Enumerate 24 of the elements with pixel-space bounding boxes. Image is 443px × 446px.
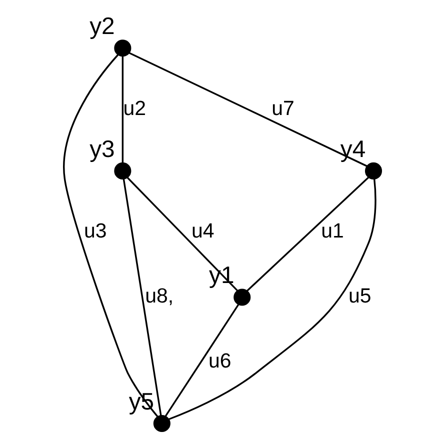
node-circle [114,40,131,57]
connector [122,178,162,416]
connector [164,304,239,417]
connector [121,56,124,163]
edge-label: u3 [83,220,106,243]
node-circle [114,162,131,180]
connector [126,176,238,292]
node-circle [152,414,170,432]
connector [168,178,376,420]
edge-label: u8, [144,284,174,308]
node-label: y2 [89,12,114,40]
edge-label: u4 [190,220,214,243]
node-label: y4 [340,136,366,163]
edge-label: u5 [348,284,371,308]
connector [246,176,369,292]
connector [128,52,367,167]
edge-label: u6 [208,349,231,372]
node-circle [233,288,250,306]
node-label: y3 [89,136,114,163]
edge-label: u1 [320,220,344,243]
edge-label: u2 [122,96,146,120]
connector [62,54,158,418]
node-circle [364,162,382,180]
edge-label: u7 [271,96,294,120]
